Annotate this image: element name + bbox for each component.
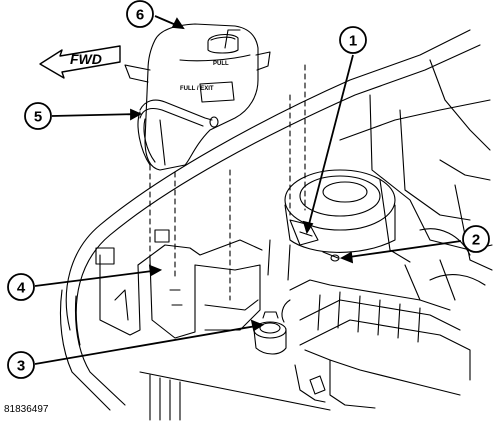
coolant-reservoir bbox=[124, 23, 271, 171]
reservoir-label-text: FULL / EXIT bbox=[180, 86, 214, 92]
engine-intake bbox=[281, 259, 486, 409]
svg-text:4: 4 bbox=[17, 280, 26, 297]
radiator-support bbox=[95, 229, 263, 339]
svg-text:1: 1 bbox=[349, 33, 357, 50]
callout-4: 4 bbox=[7, 273, 35, 301]
callout-1: 1 bbox=[339, 26, 367, 54]
shock-tower-dome bbox=[267, 169, 396, 281]
reservoir-cap-text: PULL bbox=[213, 61, 229, 67]
front-fascia bbox=[59, 29, 481, 421]
reservoir-bracket bbox=[289, 219, 319, 246]
svg-text:2: 2 bbox=[472, 232, 480, 249]
overflow-hose bbox=[137, 99, 219, 166]
callout-6: 6 bbox=[126, 0, 154, 28]
figure-id: 81836497 bbox=[4, 404, 49, 415]
svg-text:3: 3 bbox=[17, 358, 25, 375]
forward-direction-arrow: FWD bbox=[39, 45, 121, 79]
callout-3: 3 bbox=[7, 351, 35, 379]
callout-5: 5 bbox=[24, 102, 52, 130]
fwd-label: FWD bbox=[70, 51, 102, 67]
bracket-bolt bbox=[322, 251, 340, 262]
svg-text:6: 6 bbox=[136, 7, 144, 24]
strut-tower bbox=[339, 59, 493, 271]
filler-neck bbox=[253, 311, 287, 355]
svg-text:5: 5 bbox=[34, 109, 42, 126]
callout-2: 2 bbox=[462, 225, 490, 253]
leader-lines bbox=[34, 15, 462, 365]
assembly-lines bbox=[149, 64, 306, 301]
